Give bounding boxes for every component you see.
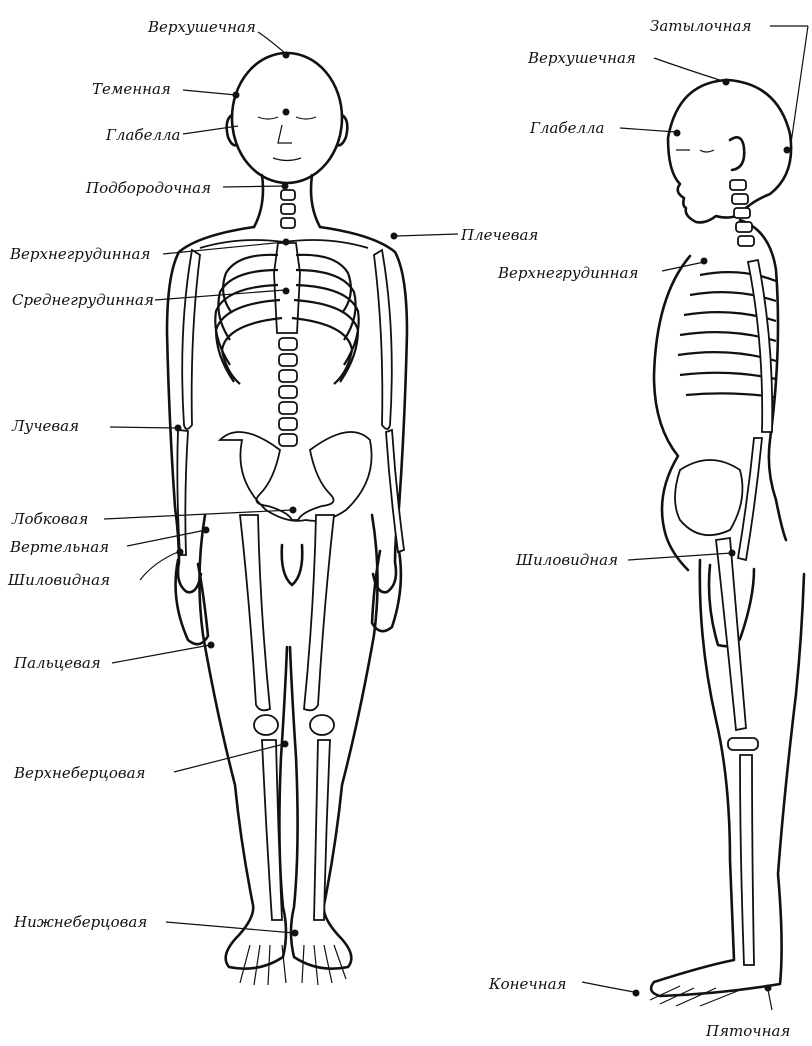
side-patella	[728, 738, 758, 750]
side-ear	[730, 137, 744, 170]
point-side-glabella	[674, 130, 681, 137]
label-front-suprasternal: Верхнегрудинная	[9, 245, 150, 263]
side-pelvis	[675, 460, 742, 535]
side-humerus	[748, 260, 772, 432]
label-front-mesosternal: Среднегрудинная	[12, 291, 154, 309]
point-front-mesosternal	[283, 288, 290, 295]
point-front-parietal	[233, 92, 240, 99]
point-front-styloid	[177, 549, 184, 556]
front-head-outline	[232, 53, 342, 183]
point-front-gnathion	[282, 183, 289, 190]
label-side-glabella: Глабелла	[529, 119, 605, 137]
label-side-heel: Пяточная	[705, 1022, 790, 1040]
side-head-outline	[668, 80, 791, 222]
label-side-toe: Конечная	[488, 975, 566, 993]
label-front-finger: Пальцевая	[13, 654, 101, 672]
label-front-gnathion: Подбородочная	[85, 179, 211, 197]
point-side-heel	[765, 985, 772, 992]
label-front-vertex: Верхушечная	[147, 18, 256, 36]
label-front-trochanter: Вертельная	[9, 538, 109, 556]
point-front-trochanter	[203, 527, 210, 534]
front-right-patella	[310, 715, 334, 735]
point-front-shoulder	[391, 233, 398, 240]
side-view-skeleton	[650, 180, 776, 1006]
front-left-patella	[254, 715, 278, 735]
label-front-tibial-lower: Нижнеберцовая	[13, 913, 147, 931]
point-side-suprasternal	[701, 258, 708, 265]
label-side-suprasternal: Верхнегрудинная	[497, 264, 638, 282]
point-side-vertex	[723, 79, 730, 86]
front-right-leg	[290, 515, 378, 969]
point-side-styloid	[729, 550, 736, 557]
label-front-tibial-upper: Верхнеберцовая	[13, 764, 145, 782]
point-front-tibial-upper	[282, 741, 289, 748]
label-front-parietal: Теменная	[92, 80, 171, 98]
label-front-shoulder: Плечевая	[460, 226, 538, 244]
side-tibia	[740, 755, 754, 965]
front-nose	[278, 125, 292, 143]
point-front-tibial-lower	[292, 930, 299, 937]
point-side-occipital	[784, 147, 791, 154]
point-front-vertex	[283, 52, 290, 59]
front-right-torso-arm	[320, 227, 407, 592]
front-ribs-right	[292, 255, 359, 384]
point-front-suprasternal	[283, 239, 290, 246]
label-front-radial: Лучевая	[11, 417, 79, 435]
front-view-skeleton	[177, 190, 404, 985]
label-side-styloid: Шиловидная	[515, 551, 618, 569]
front-left-forearm	[177, 430, 188, 555]
front-eyes	[258, 117, 316, 119]
point-front-radial	[175, 425, 182, 432]
side-face	[676, 150, 714, 152]
front-mouth	[273, 158, 301, 161]
label-front-pubic: Лобковая	[11, 510, 88, 528]
side-spine	[730, 180, 754, 246]
front-left-humerus	[182, 250, 200, 429]
label-front-styloid: Шиловидная	[7, 571, 110, 589]
label-side-vertex: Верхушечная	[527, 49, 636, 67]
point-front-finger	[208, 642, 215, 649]
point-front-pubic	[290, 507, 297, 514]
front-right-humerus	[374, 250, 392, 429]
front-left-femur	[240, 515, 270, 710]
point-front-glabella	[283, 109, 290, 116]
front-left-tibia	[262, 740, 282, 920]
label-side-occipital: Затылочная	[650, 17, 751, 35]
label-front-glabella: Глабелла	[105, 126, 181, 144]
point-side-toe	[633, 990, 640, 997]
front-ribs-left	[215, 255, 282, 384]
front-right-femur	[304, 515, 334, 710]
front-crotch	[282, 545, 303, 585]
